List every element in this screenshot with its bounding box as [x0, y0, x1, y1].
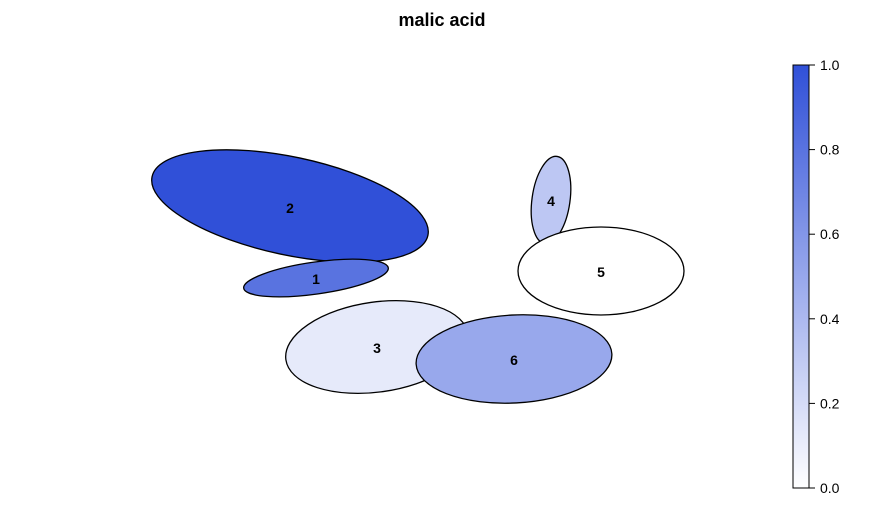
ellipse-label-3: 3 — [373, 340, 381, 356]
ellipse-label-2: 2 — [286, 200, 294, 216]
ellipse-6 — [415, 314, 613, 404]
chart-title: malic acid — [398, 10, 486, 30]
colorbar-tick-label: 0.4 — [820, 311, 840, 327]
ellipse-label-6: 6 — [510, 352, 518, 368]
colorbar-tick-label: 0.0 — [820, 480, 840, 496]
ellipse-2 — [151, 149, 429, 263]
ellipse-label-5: 5 — [597, 264, 605, 280]
ellipse-group-2: 2 — [151, 149, 429, 263]
ellipses-layer: 2 1 4 5 3 6 — [151, 149, 685, 404]
ellipse-group-6: 6 — [415, 314, 613, 404]
ellipse-1 — [243, 258, 389, 298]
ellipse-label-1: 1 — [312, 271, 320, 287]
ellipse-group-5: 5 — [517, 226, 685, 316]
ellipse-5 — [517, 226, 685, 316]
ellipse-label-4: 4 — [547, 193, 555, 209]
colorbar: 0.0 0.2 0.4 0.6 0.8 1.0 — [792, 57, 840, 496]
colorbar-tick-label: 0.2 — [820, 395, 840, 411]
colorbar-gradient — [792, 64, 810, 489]
colorbar-tick-label: 1.0 — [820, 57, 840, 73]
colorbar-tick-label: 0.6 — [820, 226, 840, 242]
colorbar-tick-label: 0.8 — [820, 142, 840, 158]
ellipse-group-1: 1 — [243, 258, 389, 298]
